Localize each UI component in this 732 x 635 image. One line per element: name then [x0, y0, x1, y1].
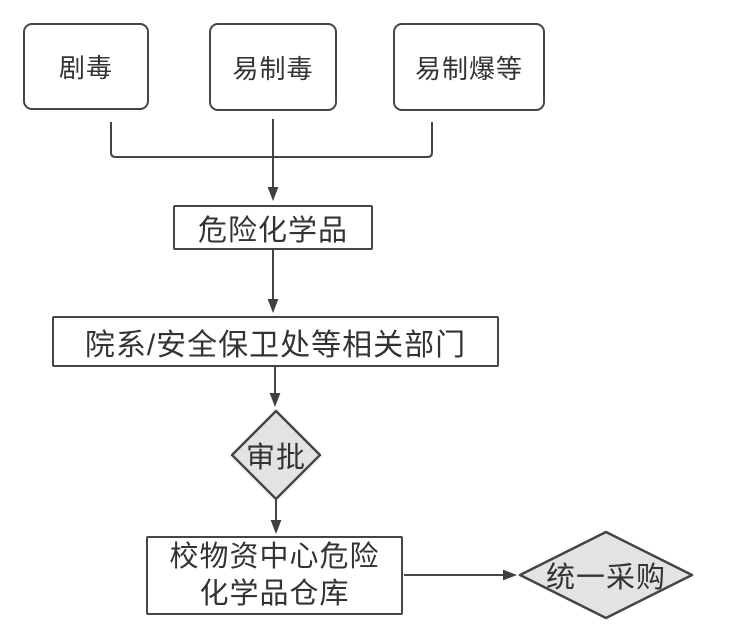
- node-warehouse: 校物资中心危险 化学品仓库: [146, 536, 403, 615]
- merge-connector-path: [110, 122, 433, 158]
- hazchem-to-departments-arrowhead: [267, 299, 279, 313]
- node-warehouse-line-2: 化学品仓库: [199, 577, 350, 610]
- node-highly-toxic: 剧毒: [23, 23, 149, 110]
- node-hazardous-chemicals-label: 危险化学品: [197, 214, 348, 247]
- node-explosive-precursor: 易制爆等: [393, 23, 545, 111]
- node-departments-label: 院系/安全保卫处等相关部门: [84, 328, 467, 362]
- warehouse-to-procurement-arrowhead: [503, 569, 517, 581]
- procurement-diamond-text: 统一采购: [545, 562, 666, 594]
- approval-to-warehouse-arrowhead: [270, 520, 282, 534]
- node-departments: 院系/安全保卫处等相关部门: [52, 316, 499, 367]
- node-drug-precursor: 易制毒: [209, 23, 337, 111]
- node-hazardous-chemicals: 危险化学品: [173, 205, 373, 250]
- procurement-diamond-shape: [518, 530, 694, 620]
- procurement-diamond-label: 统一采购: [520, 532, 692, 618]
- approval-diamond-text: 审批: [245, 442, 306, 474]
- node-drug-precursor-label: 易制毒: [232, 53, 314, 84]
- node-highly-toxic-label: 剧毒: [58, 53, 113, 83]
- node-explosive-precursor-label: 易制爆等: [414, 53, 523, 84]
- approval-diamond-label: 审批: [232, 411, 320, 499]
- merge-arrowhead: [267, 187, 279, 201]
- departments-to-approval-arrowhead: [269, 393, 281, 407]
- node-warehouse-line-1: 校物资中心危险: [169, 540, 380, 573]
- approval-diamond-shape: [230, 409, 322, 501]
